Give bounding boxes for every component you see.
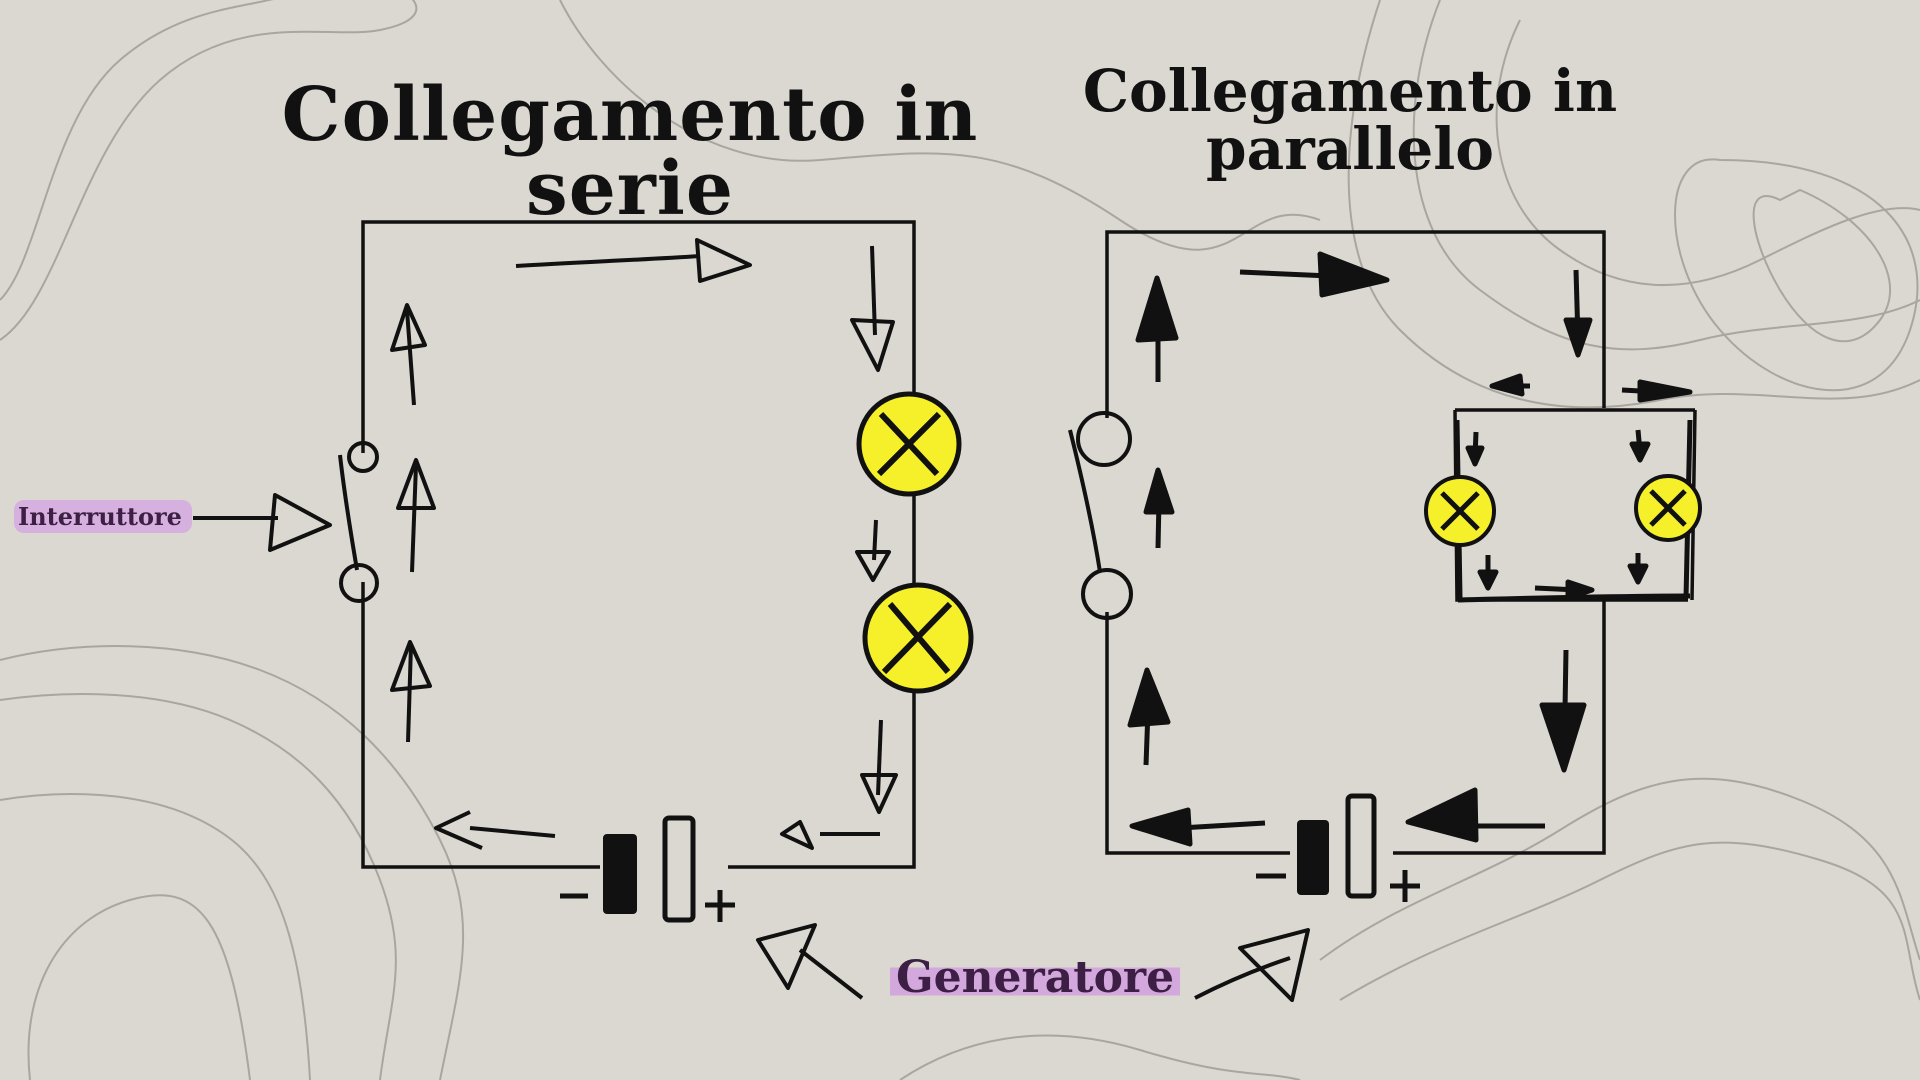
series-battery: [560, 815, 735, 923]
parallel-switch: [1068, 411, 1133, 620]
generator-label: Generatore: [890, 952, 1181, 1003]
parallel-battery: [1256, 793, 1420, 902]
parallel-lamp-2: [1634, 474, 1702, 542]
parallel-wire: [1105, 230, 1697, 855]
parallel-title: Collegamento in parallelo: [1060, 62, 1640, 178]
parallel-current-arrows: [1127, 251, 1693, 847]
parallel-title-line-1: Collegamento in: [1082, 57, 1618, 125]
generator-pointer-arrow-right: [1194, 928, 1310, 1002]
parallel-lamp-1: [1424, 475, 1496, 547]
parallel-circuit: [1068, 230, 1702, 902]
generator-pointer-arrow-left: [756, 923, 864, 1000]
switch-pointer-arrow: [193, 493, 332, 552]
series-wire: [361, 220, 916, 869]
series-title: Collegamento in serie: [281, 72, 979, 232]
series-lamp-2: [862, 582, 974, 694]
series-current-arrows: [390, 238, 898, 850]
switch-label: Interruttore: [14, 500, 192, 533]
series-switch: [338, 441, 379, 603]
series-circuit: [338, 220, 974, 923]
parallel-title-line-2: parallelo: [1206, 115, 1494, 183]
series-lamp-1: [856, 391, 962, 497]
